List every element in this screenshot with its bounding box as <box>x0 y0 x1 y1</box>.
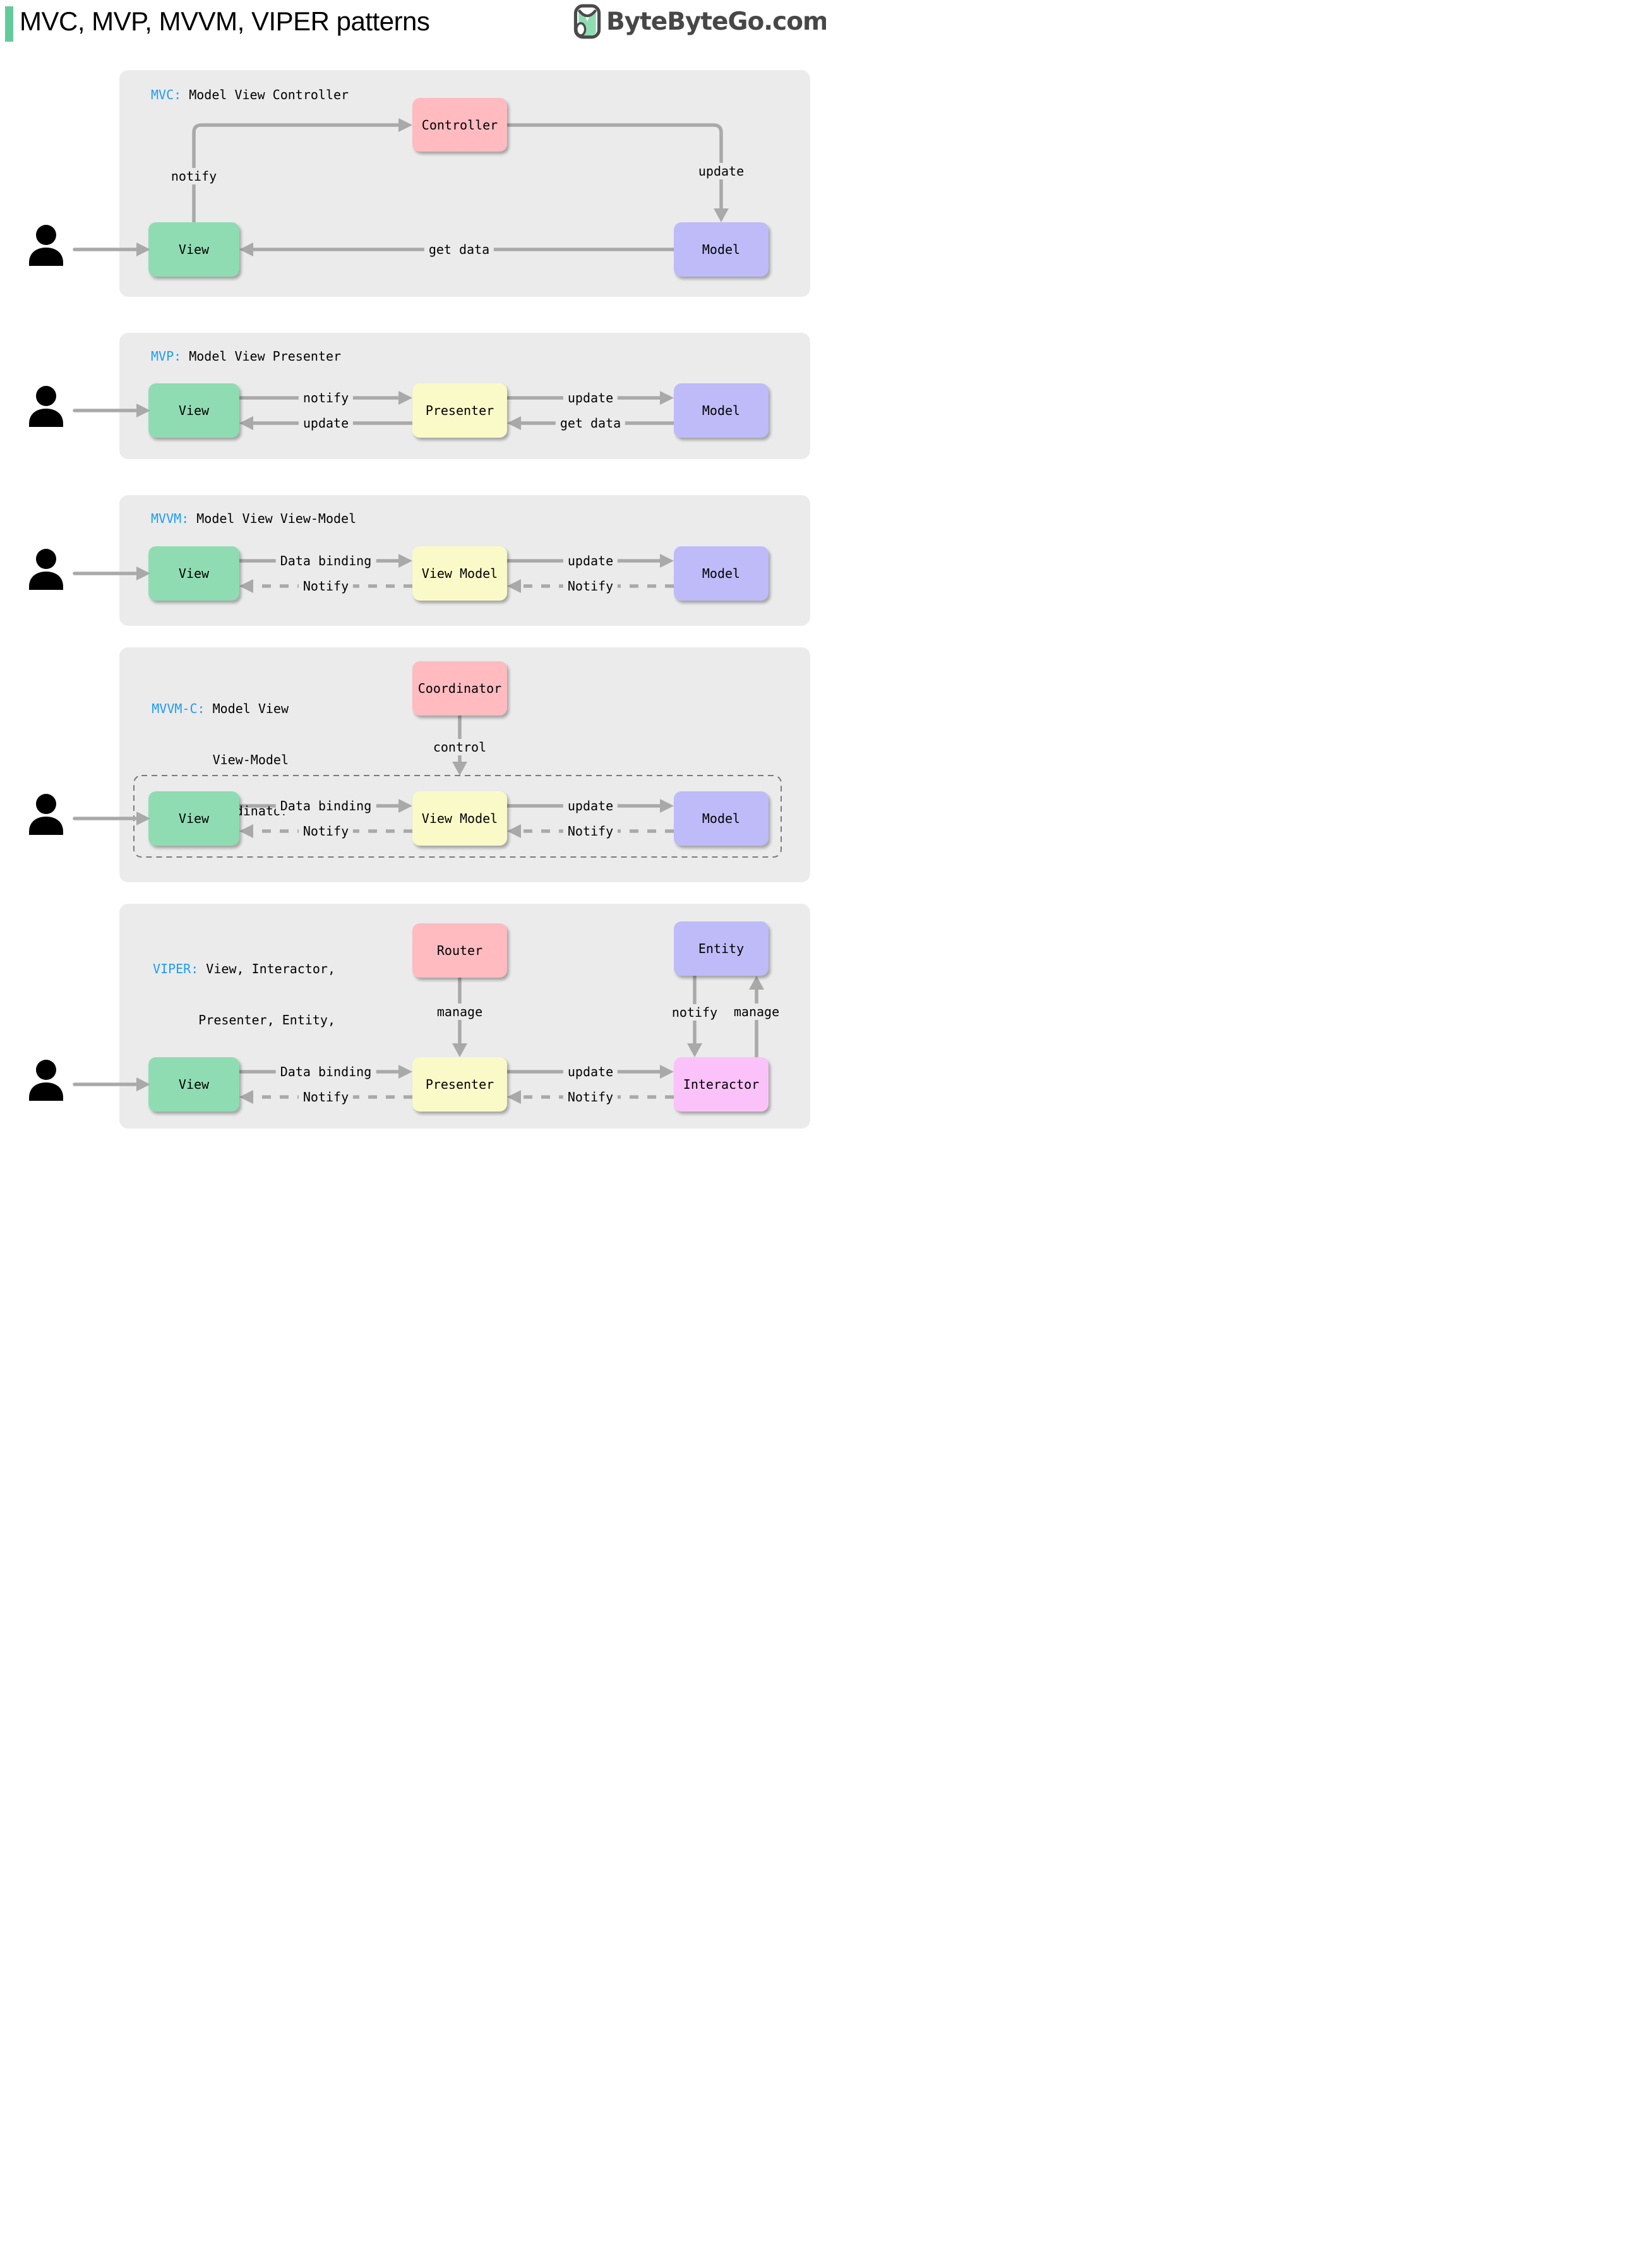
box-entity: Entity <box>674 921 769 976</box>
box-view-model: View Model <box>412 546 507 601</box>
box-view-label: View <box>178 242 210 257</box>
edge-label-manage-entity: manage <box>729 1004 784 1020</box>
box-coordinator-label: Coordinator <box>417 681 502 696</box>
edge-label-update: update <box>563 553 618 569</box>
mvc-wires <box>192 118 729 256</box>
panel-viper: VIPER: View, Interactor, Presenter, Enti… <box>119 904 810 1129</box>
panel-mvc-tag: MVC: <box>151 87 182 102</box>
panel-viper-tag: VIPER: <box>153 961 199 976</box>
edge-label-notify-view: Notify <box>298 823 354 839</box>
edge-label-update: update <box>563 798 618 814</box>
edge-label-data-binding: Data binding <box>275 1064 376 1080</box>
edge-label-get-data: get data <box>424 241 494 258</box>
user-icon <box>29 1060 150 1101</box>
box-interactor: Interactor <box>674 1057 769 1112</box>
edge-label-notify-entity: notify <box>667 1004 722 1021</box>
page: MVC, MVP, MVVM, VIPER patterns ByteByteG… <box>0 0 826 1133</box>
box-view: View <box>148 1057 239 1112</box>
edge-label-update-view: update <box>298 415 354 431</box>
panel-mvvm-c: MVVM-C: Model View View-Model Coordinato… <box>119 647 810 882</box>
panel-mvvm-c-title-line2: View-Model <box>212 752 289 767</box>
box-view-label: View <box>178 403 210 418</box>
box-model: Model <box>674 383 769 438</box>
panel-mvc: MVC: Model View Controller Controller Vi… <box>119 70 810 297</box>
panel-mvvm-tag: MVVM: <box>151 511 189 526</box>
box-presenter: Presenter <box>412 383 507 438</box>
edge-label-update-model: update <box>563 390 618 406</box>
page-title: MVC, MVP, MVVM, VIPER patterns <box>20 6 430 36</box>
panel-mvvm-label: MVVM: Model View View-Model <box>151 510 356 527</box>
panel-mvvm-c-tag: MVVM-C: <box>152 701 205 716</box>
panel-mvp-label: MVP: Model View Presenter <box>151 348 341 365</box>
box-presenter-label: Presenter <box>425 403 494 418</box>
box-controller-label: Controller <box>421 117 498 133</box>
box-router-label: Router <box>436 943 483 958</box>
panel-mvp: MVP: Model View Presenter View Presenter… <box>119 333 810 459</box>
bytebytego-logo-icon <box>573 4 601 39</box>
user-icon <box>29 549 150 590</box>
box-view-model-label: View Model <box>421 566 498 581</box>
edge-label-notify-vm: Notify <box>563 823 618 839</box>
edge-label-notify: notify <box>298 390 354 406</box>
panel-viper-title-line2: Presenter, Entity, <box>198 1012 335 1028</box>
box-model: Model <box>674 791 769 846</box>
edge-label-notify-view: Notify <box>298 578 354 594</box>
edge-label-notify-presenter: Notify <box>563 1089 618 1105</box>
box-presenter: Presenter <box>412 1057 507 1112</box>
panel-viper-title-line1: View, Interactor, <box>198 961 335 976</box>
box-model: Model <box>674 222 769 277</box>
edge-label-manage-router: manage <box>432 1004 488 1020</box>
edge-label-control: control <box>428 739 491 755</box>
panel-mvc-label: MVC: Model View Controller <box>151 87 349 104</box>
box-view: View <box>148 383 239 438</box>
box-entity-label: Entity <box>698 941 745 956</box>
brand-name: ByteByteGo.com <box>606 7 826 36</box>
box-router: Router <box>412 923 507 978</box>
box-model-label: Model <box>702 811 741 826</box>
edge-label-notify-view: Notify <box>298 1089 354 1105</box>
box-coordinator: Coordinator <box>412 661 507 716</box>
panel-mvvm-c-label: MVVM-C: Model View View-Model Coordinato… <box>151 666 289 854</box>
panel-mvc-title: Model View Controller <box>181 87 349 102</box>
box-view: View <box>148 791 239 846</box>
edge-label-notify: notify <box>166 168 222 184</box>
panel-mvp-title: Model View Presenter <box>181 349 342 364</box>
box-view-label: View <box>178 566 210 581</box>
user-icon <box>29 386 150 427</box>
box-view-model: View Model <box>412 791 507 846</box>
panel-mvvm: MVVM: Model View View-Model View View Mo… <box>119 495 810 626</box>
box-model-label: Model <box>702 403 741 418</box>
box-interactor-label: Interactor <box>683 1077 760 1092</box>
box-view-label: View <box>178 1077 210 1092</box>
box-model-label: Model <box>702 566 741 581</box>
box-view: View <box>148 546 239 601</box>
box-view-label: View <box>178 811 210 826</box>
panel-mvvm-c-title-line1: Model View <box>205 701 289 716</box>
user-icon <box>29 225 150 266</box>
edge-label-update: update <box>563 1064 618 1080</box>
box-view: View <box>148 222 239 277</box>
brand-logo: ByteByteGo.com <box>573 4 826 39</box>
box-view-model-label: View Model <box>421 811 498 826</box>
edge-label-notify-vm: Notify <box>563 578 618 594</box>
box-presenter-label: Presenter <box>425 1077 494 1092</box>
edge-label-get-data: get data <box>555 415 626 431</box>
edge-label-data-binding: Data binding <box>275 553 376 569</box>
box-controller: Controller <box>412 98 507 152</box>
edge-label-data-binding: Data binding <box>275 798 376 814</box>
title-accent-bar <box>5 6 13 42</box>
user-icon <box>29 794 150 835</box>
box-model: Model <box>674 546 769 601</box>
scope-dashed-border <box>133 775 782 858</box>
edge-label-update: update <box>693 163 749 179</box>
panel-mvp-tag: MVP: <box>151 349 182 364</box>
box-model-label: Model <box>702 242 741 257</box>
panel-mvvm-title: Model View View-Model <box>189 511 357 526</box>
